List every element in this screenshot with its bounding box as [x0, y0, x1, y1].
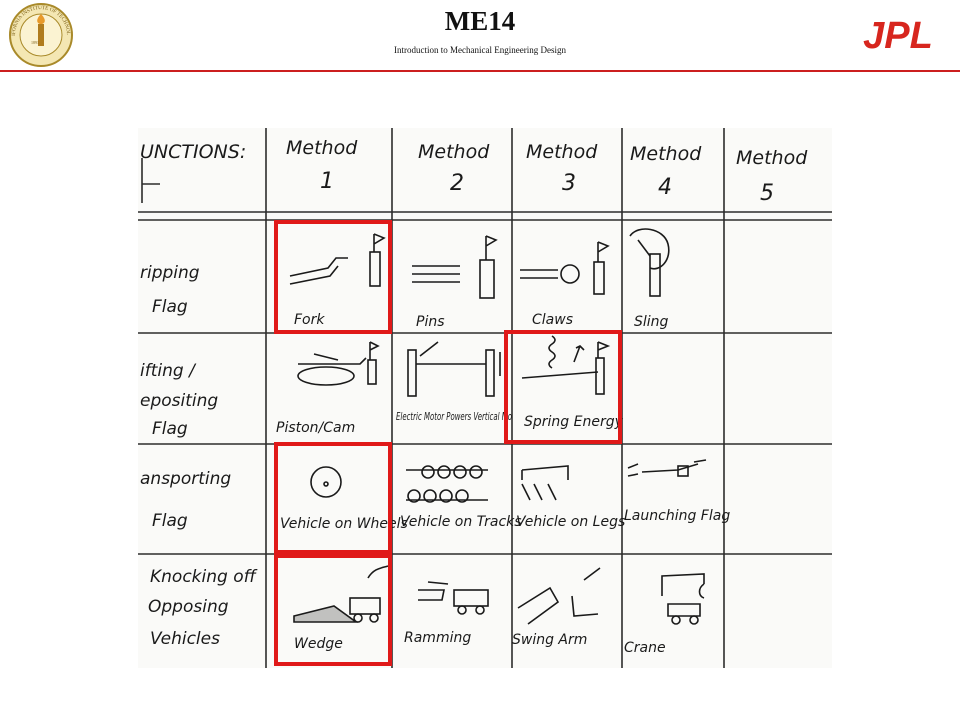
morphological-matrix: UNCTIONS: Method 1 Method 2 Method 3 Met… [138, 128, 832, 668]
swing-arm-sketch [517, 567, 601, 625]
pins-sketch [412, 235, 498, 299]
function-lifting-line1: ifting / [140, 361, 197, 381]
caption-spring-energy: Spring Energy [524, 414, 624, 430]
method-2-label: Method [418, 141, 490, 163]
sling-sketch [629, 228, 670, 297]
slide-subtitle: Introduction to Mechanical Engineering D… [394, 45, 566, 55]
caption-wedge: Wedge [294, 636, 343, 652]
wedge-sketch [293, 565, 389, 623]
electric-motor-sketch [407, 341, 501, 397]
caption-claws: Claws [532, 312, 573, 328]
launching-flag-sketch [627, 459, 707, 477]
tracks-sketch [406, 465, 488, 503]
function-gripping-line1: ripping [140, 263, 200, 283]
method-3-label: Method [526, 141, 598, 163]
jpl-logo-text: JPL [863, 15, 933, 54]
function-lifting-line3: Flag [152, 419, 188, 439]
method-5-label: Method [736, 147, 808, 169]
caption-pins: Pins [416, 314, 445, 330]
jpl-logo: JPL [863, 15, 933, 54]
caption-piston-cam: Piston/Cam [276, 420, 355, 436]
function-lifting-line2: epositing [140, 391, 218, 411]
caption-vehicle-legs: Vehicle on Legs [516, 514, 625, 530]
ramming-sketch [418, 581, 489, 615]
claws-sketch [520, 241, 610, 295]
function-knocking-line1: Knocking off [150, 567, 258, 587]
caption-vehicle-wheels: Vehicle on Wheels [280, 516, 408, 532]
piston-cam-sketch [297, 341, 380, 386]
function-knocking-line2: Opposing [148, 597, 229, 617]
method-1-label: Method [286, 137, 358, 159]
caltech-seal-icon: CALIFORNIA INSTITUTE OF TECHNOLOGY 1891 [8, 2, 73, 67]
function-gripping-line2: Flag [152, 297, 188, 317]
selection-vehicle-wheels [274, 442, 392, 554]
method-1-number: 1 [320, 169, 334, 194]
method-5-number: 5 [760, 181, 774, 206]
caption-fork: Fork [294, 312, 325, 328]
method-3-number: 3 [562, 171, 576, 196]
crane-sketch [661, 573, 705, 625]
caption-swing-arm: Swing Arm [512, 632, 587, 648]
selected-method-outlines [274, 220, 622, 666]
caption-electric-motor: Electric Motor Powers Vertical Mo [396, 410, 512, 423]
method-sketches [289, 228, 707, 625]
wheels-sketch [310, 466, 342, 498]
function-transporting-line1: ansporting [140, 469, 231, 489]
caption-crane: Crane [624, 640, 666, 656]
method-2-number: 2 [450, 171, 464, 196]
caption-vehicle-tracks: Vehicle on Tracks [400, 514, 522, 530]
header-divider [0, 70, 960, 72]
method-4-label: Method [630, 143, 702, 165]
selection-fork [274, 220, 392, 334]
caption-ramming: Ramming [404, 630, 471, 646]
slide-title: ME14 [444, 6, 516, 36]
slide-header: CALIFORNIA INSTITUTE OF TECHNOLOGY 1891 … [0, 0, 960, 72]
function-transporting-line2: Flag [152, 511, 188, 531]
spring-energy-sketch [521, 335, 611, 395]
functions-header: UNCTIONS: [140, 141, 246, 163]
selection-wedge [274, 554, 392, 666]
matrix-grid [138, 128, 832, 668]
function-knocking-line3: Vehicles [150, 629, 220, 649]
legs-sketch [521, 465, 569, 501]
selection-spring-energy [504, 330, 622, 444]
caption-sling: Sling [634, 314, 669, 330]
seal-year: 1891 [31, 40, 39, 45]
fork-sketch [289, 233, 386, 287]
method-4-number: 4 [658, 175, 672, 200]
caption-launching-flag: Launching Flag [624, 508, 730, 524]
